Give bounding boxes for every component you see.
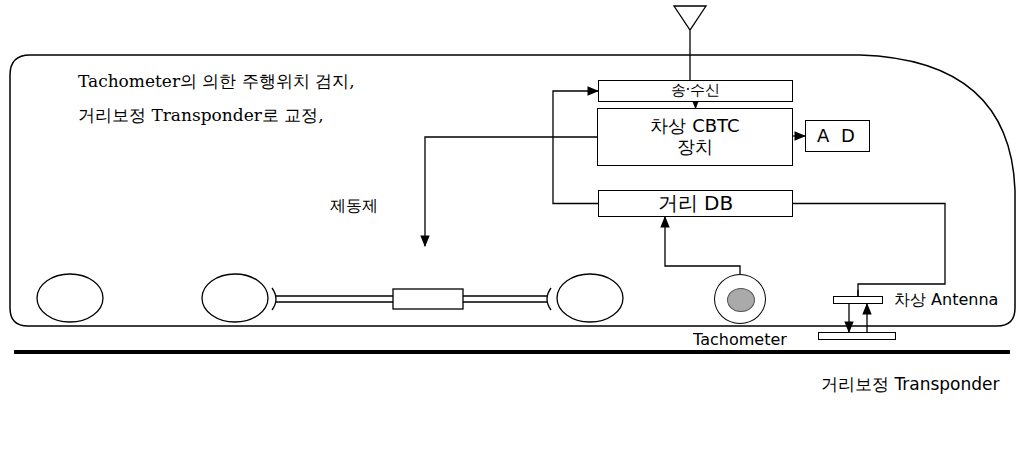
onboard-antenna: 차상 Antenna — [833, 296, 883, 304]
onboard-cbtc-box: 차상 CBTC 장치 — [597, 108, 793, 166]
node-label: Tachometer — [691, 331, 789, 349]
connector — [665, 217, 740, 274]
connector — [793, 204, 945, 297]
brake-arrow — [425, 137, 597, 246]
roof-antenna — [674, 6, 706, 80]
distance-db-box: 거리 DB — [598, 190, 793, 217]
node-label: 거리보정 Transponder — [819, 375, 1002, 395]
ad-box: A D — [805, 120, 870, 152]
coupling-rod — [272, 288, 551, 310]
note-text: 거리보정 Transponder로 교정, — [78, 104, 324, 127]
tachometer-sensor — [727, 288, 755, 312]
connector — [553, 91, 598, 204]
train-body — [10, 55, 1015, 326]
note-text: Tachometer의 의한 주행위치 검지, — [78, 70, 355, 93]
connector — [866, 304, 867, 332]
wheel — [202, 274, 268, 322]
node-label: 거리 DB — [658, 192, 733, 215]
connector — [848, 304, 849, 332]
node-label: 차상 CBTC 장치 — [639, 116, 751, 157]
transponder-plate: 거리보정 Transponder — [818, 332, 896, 340]
node-label: 차상 Antenna — [892, 291, 1000, 309]
node-label: A D — [817, 126, 858, 147]
connector — [793, 135, 805, 136]
wheel — [557, 274, 623, 322]
wheel — [37, 274, 103, 322]
node-label: 송·수신 — [671, 82, 721, 99]
transceiver-box: 송·수신 — [598, 80, 793, 102]
ground-line — [14, 350, 1010, 354]
tachometer-wheel: Tachometer — [714, 274, 766, 324]
brake-label: 제동제 — [330, 196, 378, 217]
